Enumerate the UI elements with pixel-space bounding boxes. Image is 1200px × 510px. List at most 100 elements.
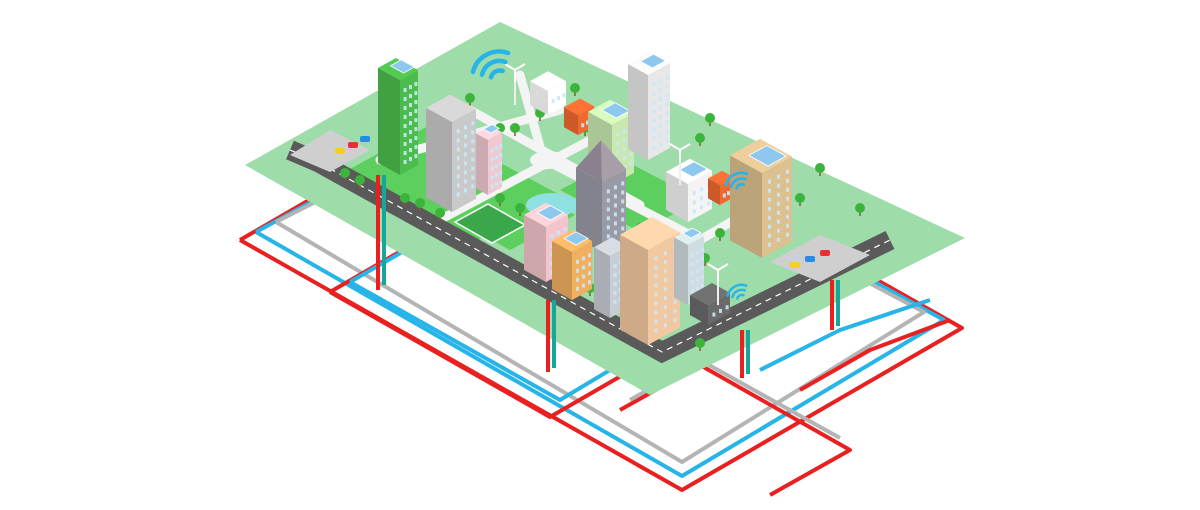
window (664, 260, 667, 265)
window (588, 280, 591, 285)
house-purple-roof-left-face (530, 81, 548, 115)
window (414, 136, 418, 141)
window (692, 200, 696, 205)
wifi-icon (736, 293, 745, 300)
window (471, 130, 475, 135)
window (652, 127, 656, 132)
window (664, 323, 667, 328)
window (665, 138, 669, 143)
window (582, 265, 585, 270)
window (664, 305, 667, 310)
window (654, 274, 658, 279)
window (621, 199, 625, 204)
window (495, 164, 498, 169)
window (464, 134, 467, 139)
window (582, 274, 585, 279)
window (576, 259, 579, 264)
tree (400, 193, 410, 203)
window (403, 160, 407, 165)
house-purple-roof-top (530, 71, 566, 91)
window (623, 155, 626, 160)
window (557, 230, 560, 235)
window (665, 84, 669, 89)
window (614, 212, 617, 217)
main-road (286, 130, 895, 364)
window (606, 234, 610, 239)
solar-panel (681, 227, 702, 239)
window (403, 88, 407, 93)
wind-turbine-blade (679, 143, 691, 151)
window (456, 156, 460, 161)
window (576, 277, 579, 282)
window (403, 124, 407, 129)
window (464, 188, 467, 193)
window (464, 125, 467, 130)
tree (570, 83, 580, 93)
window (490, 157, 494, 162)
window (495, 146, 498, 151)
window (768, 188, 771, 193)
window (623, 146, 626, 151)
window (768, 233, 771, 238)
window (499, 170, 503, 175)
pipe-loop (799, 318, 951, 392)
parking-lot-left (290, 130, 370, 172)
window (786, 214, 789, 219)
tree (465, 93, 475, 103)
window (613, 300, 617, 305)
window (629, 161, 633, 166)
tree (515, 203, 525, 213)
window (414, 145, 418, 150)
window (652, 109, 656, 114)
window (471, 157, 475, 162)
window (409, 85, 412, 90)
window (691, 262, 695, 267)
window (623, 137, 626, 142)
tree (705, 113, 715, 123)
window (692, 209, 696, 214)
window (786, 232, 789, 237)
window (777, 228, 780, 233)
tree (435, 208, 445, 218)
window (606, 207, 610, 212)
wifi-icon (729, 177, 747, 189)
window (725, 305, 729, 310)
window (665, 102, 669, 107)
window (414, 154, 418, 159)
window (621, 226, 625, 231)
window (456, 174, 460, 179)
window (654, 301, 658, 306)
peach-tower-left-face (620, 234, 648, 345)
window (616, 132, 620, 137)
window (777, 192, 780, 197)
window (786, 205, 789, 210)
window (614, 230, 617, 235)
window (606, 216, 610, 221)
window (665, 93, 669, 98)
tree (815, 163, 825, 173)
window (550, 234, 554, 239)
window (700, 187, 703, 192)
peach-tower-top (620, 217, 680, 250)
factory-left-face (690, 295, 708, 325)
window (621, 217, 625, 222)
window (414, 91, 418, 96)
window (654, 328, 658, 333)
window (403, 133, 407, 138)
window (691, 271, 695, 276)
window (654, 319, 658, 324)
orange-block-right-face (572, 241, 592, 300)
solar-panel (536, 205, 565, 221)
car (820, 250, 830, 256)
window (768, 242, 771, 247)
house-orange-left-face (564, 107, 578, 135)
window (471, 148, 475, 153)
window (409, 112, 412, 117)
window (659, 114, 662, 119)
window (768, 206, 771, 211)
window (414, 118, 418, 123)
pink-tower-left-left-face (476, 133, 488, 195)
orange-block-left-face (552, 241, 572, 300)
solar-panel (747, 145, 787, 167)
window (471, 121, 475, 126)
